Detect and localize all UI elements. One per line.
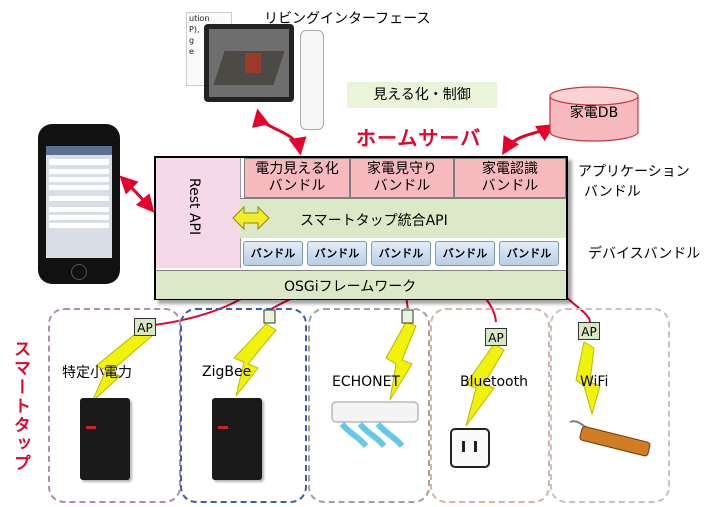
home-server-title: ホームサーバ <box>356 126 482 150</box>
appliance-db-cylinder <box>549 86 639 142</box>
power-outlet-icon <box>450 428 490 468</box>
device-bundle-3: バンドル <box>371 241 431 266</box>
smart-tap-device-2 <box>212 398 262 480</box>
ap-box-1: AP <box>134 318 156 336</box>
group-zigbee <box>180 308 307 503</box>
double-arrow-icon <box>232 205 270 231</box>
phone-server-arrow <box>119 175 155 213</box>
network-label-bluetooth: Bluetooth <box>460 374 528 390</box>
app-bundle-appliance-recognition: 家電認識バンドル <box>454 158 566 198</box>
phone-screen <box>46 146 112 258</box>
zigbee-connector <box>263 309 276 324</box>
ap-box-4: AP <box>485 328 507 346</box>
bolt-1 <box>91 329 153 403</box>
air-conditioner-icon <box>331 401 419 448</box>
smarttap-integrated-api: スマートタップ統合API <box>240 198 566 238</box>
network-label-echonet: ECHONET <box>332 374 401 390</box>
group-echonet <box>308 308 430 503</box>
app-bundle-appliance-monitoring: 家電見守りバンドル <box>350 158 454 198</box>
smartphone <box>38 124 120 284</box>
device-bundle-label: デバイスバンドル <box>588 246 701 262</box>
smart-tap-device-1 <box>80 398 130 480</box>
network-label-tokutei: 特定小電力 <box>62 365 132 381</box>
rest-api-label: Rest API <box>186 178 202 236</box>
group-wifi <box>550 308 670 503</box>
device-bundle-1: バンドル <box>243 241 303 266</box>
bolt-2 <box>233 323 277 397</box>
app-bundle-power-visualization: 電力見える化バンドル <box>244 158 350 198</box>
group-bluetooth <box>430 308 550 503</box>
network-label-wifi: WiFi <box>580 374 609 390</box>
network-label-zigbee: ZigBee <box>202 364 252 380</box>
rest-api-panel: Rest API <box>156 158 241 268</box>
visualize-control-label: 見える化・制御 <box>347 82 497 108</box>
bolt-5 <box>575 341 601 416</box>
tv-display <box>204 24 294 102</box>
device-bundle-4: バンドル <box>435 241 495 266</box>
osgi-framework: OSGiフレームワーク <box>156 270 566 299</box>
ap-box-5: AP <box>578 322 600 340</box>
echonet-connector <box>401 309 414 324</box>
tv-server-arrow <box>252 108 307 156</box>
bolt-4 <box>465 343 505 427</box>
osgi-label: OSGiフレームワーク <box>284 279 417 295</box>
application-bundle-label: アプリケーション バンドル <box>578 164 690 200</box>
smart-tap-label: スマートタップ <box>10 340 30 473</box>
device-bundle-2: バンドル <box>307 241 367 266</box>
living-room-scene <box>209 29 289 97</box>
power-strip-icon <box>569 420 651 457</box>
db-server-arrow <box>502 124 556 156</box>
home-button <box>71 264 87 280</box>
smarttap-api-label: スマートタップ統合API <box>300 213 448 229</box>
device-bundle-5: バンドル <box>499 241 559 266</box>
bolt-3 <box>385 321 417 401</box>
living-interface-title: リビングインターフェース <box>264 11 431 27</box>
wii-remote <box>300 30 324 130</box>
appliance-db-label: 家電DB <box>569 105 619 121</box>
